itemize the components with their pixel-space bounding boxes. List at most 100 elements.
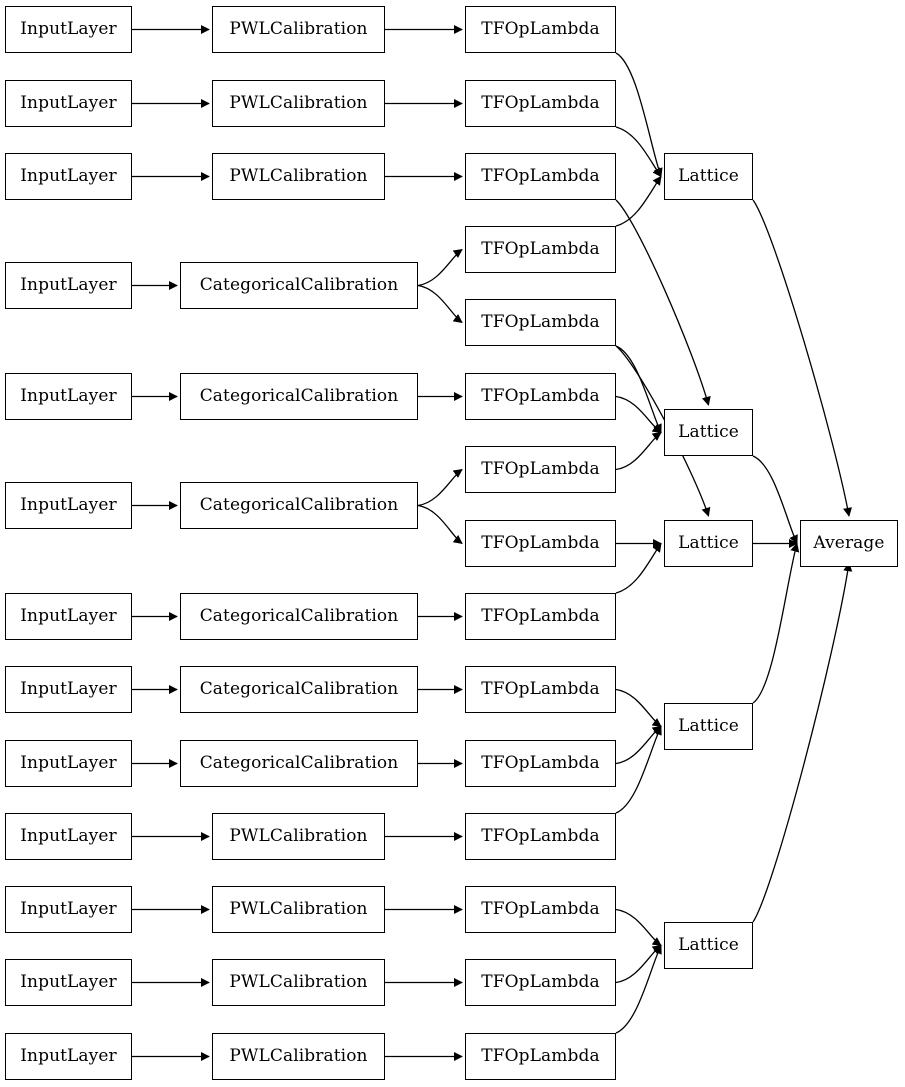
node-in5[interactable]: InputLayer (5, 482, 132, 529)
node-label: PWLCalibration (229, 19, 368, 39)
node-cal0[interactable]: PWLCalibration (212, 6, 385, 53)
node-lat3[interactable]: Lattice (664, 703, 753, 750)
node-in1[interactable]: InputLayer (5, 80, 132, 127)
node-label: TFOpLambda (481, 826, 600, 846)
node-label: Lattice (678, 533, 739, 553)
node-cal11[interactable]: PWLCalibration (212, 959, 385, 1006)
node-label: InputLayer (20, 972, 117, 992)
node-cal5[interactable]: CategoricalCalibration (180, 482, 418, 529)
node-lat1[interactable]: Lattice (664, 409, 753, 456)
node-cal9[interactable]: PWLCalibration (212, 813, 385, 860)
node-label: TFOpLambda (481, 899, 600, 919)
node-label: TFOpLambda (481, 19, 600, 39)
node-cal3[interactable]: CategoricalCalibration (180, 262, 418, 309)
edge-op4-to-lat1 (615, 345, 662, 434)
node-cal1[interactable]: PWLCalibration (212, 80, 385, 127)
node-in6[interactable]: InputLayer (5, 593, 132, 640)
edge-op11-to-lat3 (615, 725, 662, 814)
node-lat4[interactable]: Lattice (664, 922, 753, 969)
edge-op12-to-lat4 (615, 908, 662, 947)
edge-op1-to-lat0 (615, 126, 662, 178)
edge-cal5-to-op6 (417, 468, 463, 507)
node-label: TFOpLambda (481, 606, 600, 626)
node-in9[interactable]: InputLayer (5, 813, 132, 860)
node-label: TFOpLambda (481, 533, 600, 553)
edge-lat1-to-avg (752, 455, 798, 545)
node-label: TFOpLambda (481, 972, 600, 992)
node-op5[interactable]: TFOpLambda (465, 373, 616, 420)
node-cal8[interactable]: CategoricalCalibration (180, 740, 418, 787)
node-op10[interactable]: TFOpLambda (465, 740, 616, 787)
node-in7[interactable]: InputLayer (5, 666, 132, 713)
node-in8[interactable]: InputLayer (5, 740, 132, 787)
node-in10[interactable]: InputLayer (5, 886, 132, 933)
node-op1[interactable]: TFOpLambda (465, 80, 616, 127)
edge-op8-to-lat2 (615, 542, 662, 594)
node-label: CategoricalCalibration (199, 679, 399, 699)
node-label: PWLCalibration (229, 93, 368, 113)
node-label: InputLayer (20, 93, 117, 113)
node-op8[interactable]: TFOpLambda (465, 593, 616, 640)
node-op3[interactable]: TFOpLambda (465, 226, 616, 273)
node-op7[interactable]: TFOpLambda (465, 520, 616, 567)
edge-op13-to-lat4 (615, 944, 662, 984)
node-label: TFOpLambda (481, 93, 600, 113)
node-in4[interactable]: InputLayer (5, 373, 132, 420)
edge-lat3-to-avg (752, 542, 800, 704)
node-cal4[interactable]: CategoricalCalibration (180, 373, 418, 420)
node-op13[interactable]: TFOpLambda (465, 959, 616, 1006)
node-cal12[interactable]: PWLCalibration (212, 1033, 385, 1080)
node-cal2[interactable]: PWLCalibration (212, 153, 385, 200)
node-label: InputLayer (20, 899, 117, 919)
node-op14[interactable]: TFOpLambda (465, 1033, 616, 1080)
node-label: TFOpLambda (481, 386, 600, 406)
node-in11[interactable]: InputLayer (5, 959, 132, 1006)
node-op6[interactable]: TFOpLambda (465, 446, 616, 493)
node-op0[interactable]: TFOpLambda (465, 6, 616, 53)
node-cal10[interactable]: PWLCalibration (212, 886, 385, 933)
edge-op3-to-lat0 (615, 175, 662, 227)
node-in2[interactable]: InputLayer (5, 153, 132, 200)
node-label: InputLayer (20, 166, 117, 186)
node-label: Lattice (678, 716, 739, 736)
node-cal6[interactable]: CategoricalCalibration (180, 593, 418, 640)
node-label: TFOpLambda (481, 166, 600, 186)
node-label: InputLayer (20, 679, 117, 699)
node-label: Lattice (678, 166, 739, 186)
node-op2[interactable]: TFOpLambda (465, 153, 616, 200)
node-label: TFOpLambda (481, 679, 600, 699)
node-cal7[interactable]: CategoricalCalibration (180, 666, 418, 713)
node-lat0[interactable]: Lattice (664, 153, 753, 200)
node-label: InputLayer (20, 606, 117, 626)
node-label: InputLayer (20, 386, 117, 406)
node-op9[interactable]: TFOpLambda (465, 666, 616, 713)
node-label: CategoricalCalibration (199, 275, 399, 295)
node-in3[interactable]: InputLayer (5, 262, 132, 309)
node-op4[interactable]: TFOpLambda (465, 299, 616, 346)
node-label: InputLayer (20, 275, 117, 295)
node-label: InputLayer (20, 19, 117, 39)
node-label: Lattice (678, 935, 739, 955)
node-label: PWLCalibration (229, 1046, 368, 1066)
node-avg[interactable]: Average (800, 520, 898, 567)
edge-lat0-to-avg (752, 199, 852, 517)
edge-op5-to-lat1 (615, 395, 662, 434)
node-label: CategoricalCalibration (199, 606, 399, 626)
edge-cal3-to-op3 (417, 248, 463, 287)
node-label: TFOpLambda (481, 459, 600, 479)
node-in0[interactable]: InputLayer (5, 6, 132, 53)
node-label: PWLCalibration (229, 972, 368, 992)
node-lat2[interactable]: Lattice (664, 520, 753, 567)
edge-op6-to-lat1 (615, 431, 662, 471)
node-label: PWLCalibration (229, 899, 368, 919)
edge-cal5-to-op7 (417, 504, 463, 545)
edge-op10-to-lat3 (615, 725, 662, 765)
node-op11[interactable]: TFOpLambda (465, 813, 616, 860)
node-op12[interactable]: TFOpLambda (465, 886, 616, 933)
node-label: TFOpLambda (481, 239, 600, 259)
node-label: InputLayer (20, 495, 117, 515)
node-label: CategoricalCalibration (199, 386, 399, 406)
node-in12[interactable]: InputLayer (5, 1033, 132, 1080)
node-label: TFOpLambda (481, 1046, 600, 1066)
